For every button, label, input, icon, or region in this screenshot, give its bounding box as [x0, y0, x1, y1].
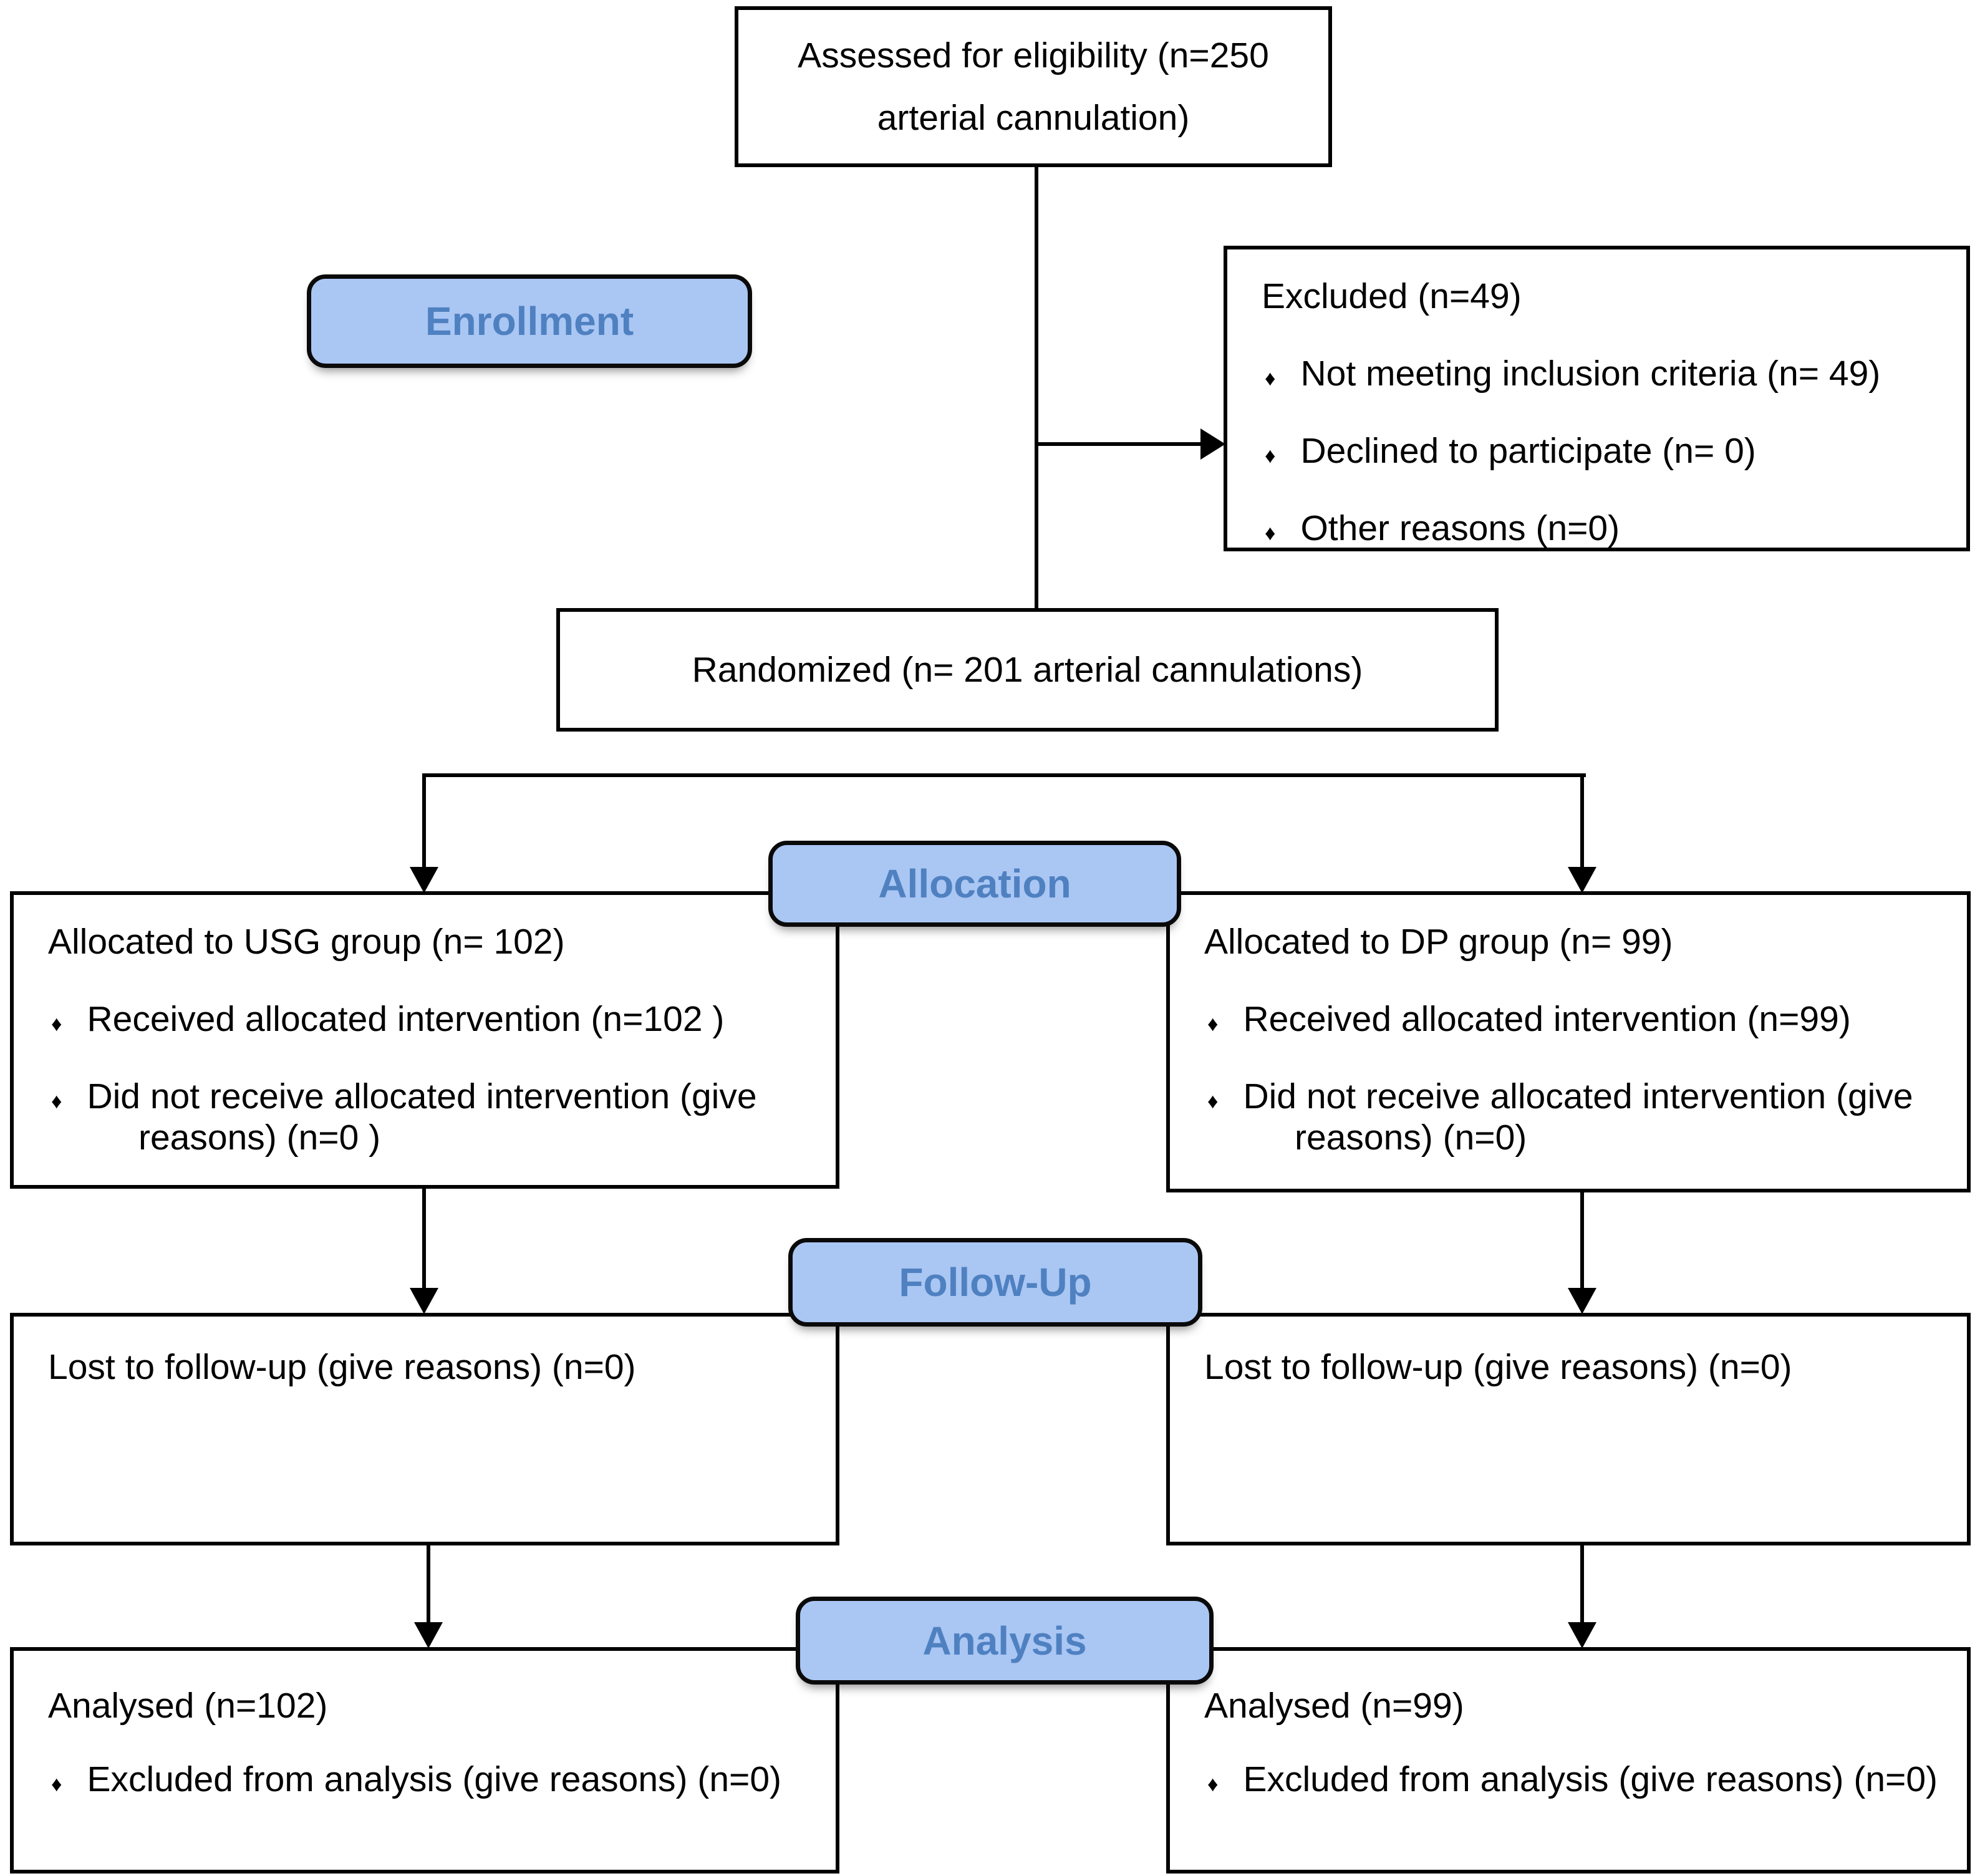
excluded-bullet-text: Declined to participate (n= 0) [1300, 431, 1756, 471]
allocated-dp-bullet: ♦ Received allocated intervention (n=99) [1204, 998, 1948, 1040]
arrowhead-followup-right-icon [1568, 1288, 1596, 1314]
allocated-usg-bullet-text: Did not receive allocated intervention (… [87, 1076, 757, 1158]
excluded-bullet: ♦ Not meeting inclusion criteria (n= 49) [1262, 353, 1948, 394]
analysis-stage-text: Analysis [922, 1618, 1087, 1663]
connector-randomization-branch [422, 773, 1586, 777]
lost-followup-right-box: Lost to follow-up (give reasons) (n=0) [1166, 1313, 1971, 1545]
connector-to-excluded [1035, 442, 1202, 446]
arrowhead-analysis-right-icon [1568, 1622, 1596, 1648]
allocation-stage-text: Allocation [878, 861, 1071, 906]
analysed-left-title: Analysed (n=102) [48, 1686, 328, 1726]
connector-followup-to-analysis-left [427, 1544, 430, 1623]
arrowhead-followup-left-icon [410, 1288, 438, 1314]
analysed-left-bullet: ♦ Excluded from analysis (give reasons) (… [48, 1759, 817, 1800]
analysed-right-title: Analysed (n=99) [1204, 1686, 1464, 1726]
allocated-usg-bullet: ♦ Received allocated intervention (n=102 … [48, 998, 817, 1040]
analysed-left-box: Analysed (n=102) ♦ Excluded from analysis… [10, 1647, 839, 1874]
connector-branch-right [1580, 773, 1584, 868]
analysed-right-bullet: ♦ Excluded from analysis (give reasons) (… [1204, 1759, 1948, 1800]
connector-followup-to-analysis-right [1580, 1544, 1584, 1623]
allocated-dp-box: Allocated to DP group (n= 99) ♦ Received … [1166, 891, 1971, 1192]
allocated-dp-title: Allocated to DP group (n= 99) [1204, 922, 1673, 962]
enrollment-stage-text: Enrollment [425, 299, 634, 344]
excluded-bullet: ♦ Other reasons (n=0) [1262, 508, 1948, 549]
excluded-title: Excluded (n=49) [1262, 276, 1522, 316]
arrowhead-alloc-right-icon [1568, 867, 1596, 893]
followup-stage-label: Follow-Up [788, 1238, 1202, 1327]
allocated-dp-bullet: ♦ Did not receive allocated intervention … [1204, 1076, 1948, 1158]
randomized-text: Randomized (n= 201 arterial cannulations… [692, 649, 1363, 690]
allocated-usg-box: Allocated to USG group (n= 102) ♦ Receive… [10, 891, 839, 1189]
arrowhead-alloc-left-icon [410, 867, 438, 893]
diamond-bullet-icon: ♦ [51, 1012, 62, 1037]
connector-branch-left [422, 773, 426, 868]
connector-assessed-to-randomized [1035, 166, 1038, 609]
analysed-left-bullet-text: Excluded from analysis (give reasons) (n… [87, 1759, 782, 1800]
randomized-box: Randomized (n= 201 arterial cannulations… [556, 608, 1499, 732]
lost-followup-right-text: Lost to follow-up (give reasons) (n=0) [1204, 1347, 1792, 1387]
connector-alloc-to-followup-left [422, 1186, 426, 1289]
diamond-bullet-icon: ♦ [1207, 1090, 1219, 1114]
diamond-bullet-icon: ♦ [1207, 1772, 1219, 1797]
excluded-box: Excluded (n=49) ♦ Not meeting inclusion c… [1224, 246, 1970, 551]
analysis-stage-label: Analysis [796, 1597, 1214, 1685]
allocation-stage-label: Allocation [768, 841, 1181, 927]
allocated-dp-bullet-text: Received allocated intervention (n=99) [1243, 999, 1851, 1040]
allocated-usg-bullet-text: Received allocated intervention (n=102 ) [87, 999, 725, 1040]
assessed-eligibility-text: Assessed for eligibility (n=250 arterial… [798, 36, 1269, 138]
allocated-usg-bullet: ♦ Did not receive allocated intervention … [48, 1076, 817, 1158]
analysed-right-bullet-text: Excluded from analysis (give reasons) (n… [1243, 1759, 1938, 1800]
diamond-bullet-icon: ♦ [1265, 367, 1276, 391]
assessed-eligibility-box: Assessed for eligibility (n=250 arterial… [735, 6, 1332, 167]
diamond-bullet-icon: ♦ [51, 1772, 62, 1797]
excluded-bullet: ♦ Declined to participate (n= 0) [1262, 430, 1948, 471]
diamond-bullet-icon: ♦ [1207, 1012, 1219, 1037]
diamond-bullet-icon: ♦ [51, 1090, 62, 1114]
lost-followup-left-box: Lost to follow-up (give reasons) (n=0) [10, 1313, 839, 1545]
excluded-bullet-text: Not meeting inclusion criteria (n= 49) [1300, 354, 1881, 394]
arrowhead-analysis-left-icon [414, 1622, 443, 1648]
arrowhead-excluded-icon [1200, 428, 1225, 460]
enrollment-stage-label: Enrollment [307, 274, 752, 368]
connector-alloc-to-followup-right [1580, 1190, 1584, 1289]
allocated-usg-title: Allocated to USG group (n= 102) [48, 922, 565, 962]
excluded-bullet-text: Other reasons (n=0) [1300, 508, 1620, 549]
lost-followup-left-text: Lost to follow-up (give reasons) (n=0) [48, 1347, 636, 1387]
followup-stage-text: Follow-Up [899, 1260, 1092, 1305]
diamond-bullet-icon: ♦ [1265, 521, 1276, 546]
allocated-dp-bullet-text: Did not receive allocated intervention (… [1243, 1076, 1913, 1158]
diamond-bullet-icon: ♦ [1265, 444, 1276, 468]
analysed-right-box: Analysed (n=99) ♦ Excluded from analysis … [1166, 1647, 1971, 1874]
